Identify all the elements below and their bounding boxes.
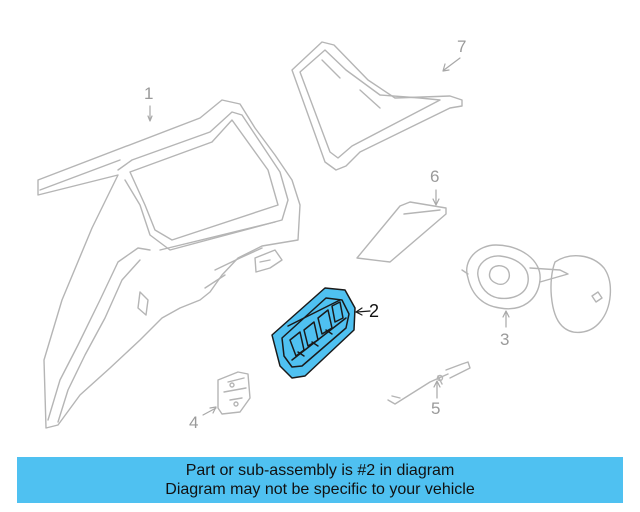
callout-3[interactable]: 3 [500, 330, 510, 349]
banner-line-2: Diagram may not be specific to your vehi… [165, 481, 475, 498]
callout-7[interactable]: 7 [457, 37, 467, 56]
callout-1[interactable]: 1 [144, 84, 154, 103]
side-molding-part[interactable] [356, 201, 447, 263]
callout-5[interactable]: 5 [431, 399, 441, 418]
parts-diagram [37, 41, 611, 429]
callout-6[interactable]: 6 [430, 167, 440, 186]
callout-4[interactable]: 4 [189, 413, 199, 432]
callout-2[interactable]: 2 [369, 301, 380, 321]
fuel-door-part[interactable] [461, 244, 611, 333]
rod-part[interactable] [387, 361, 471, 405]
hinge-part[interactable] [217, 371, 251, 415]
quarter-panel-part[interactable] [37, 99, 301, 429]
leader-lines [147, 57, 510, 416]
banner-line-1: Part or sub-assembly is #2 in diagram [185, 462, 455, 479]
selected-part-2[interactable] [271, 287, 371, 379]
info-banner: Part or sub-assembly is #2 in diagram Di… [17, 457, 623, 503]
quarter-glass-part[interactable] [291, 41, 463, 171]
